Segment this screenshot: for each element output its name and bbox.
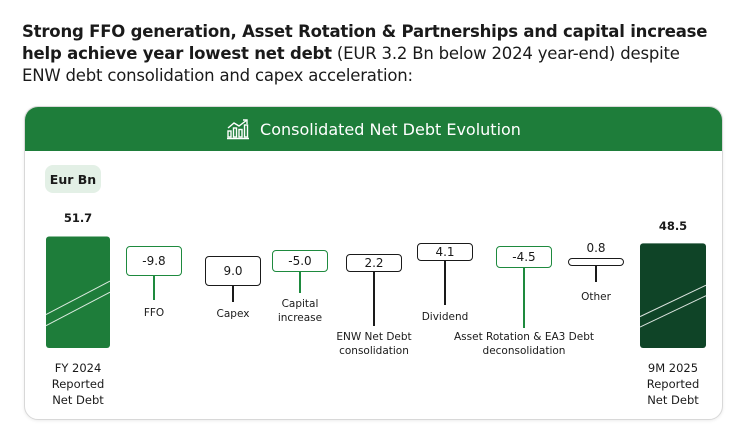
- step-connector-0: [153, 276, 155, 300]
- card-header: Consolidated Net Debt Evolution: [25, 107, 722, 151]
- step-label-2: Capital increase: [277, 298, 323, 324]
- start-value-label: 51.7: [63, 211, 93, 226]
- step-value-box-3: 2.2: [346, 254, 402, 272]
- step-connector-3: [373, 272, 375, 326]
- step-label-4: Dividend: [421, 311, 469, 323]
- step-value-box-0: -9.8: [126, 246, 182, 276]
- headline: Strong FFO generation, Asset Rotation & …: [22, 21, 722, 87]
- step-connector-2: [299, 272, 301, 293]
- step-value-text-6: 0.8: [586, 241, 606, 255]
- step-connector-6: [595, 266, 597, 282]
- end-value-label: 48.5: [658, 219, 688, 234]
- step-value-box-4: 4.1: [417, 243, 473, 261]
- step-label-3: ENW Net Debt consolidation: [336, 331, 412, 357]
- step-label-0: FFO: [143, 307, 165, 319]
- step-connector-4: [444, 261, 446, 305]
- headline-regular: (EUR 3.2 Bn below 2024 year-end) despite…: [22, 44, 680, 85]
- chart-growth-icon: [227, 119, 250, 140]
- unit-badge: Eur Bn: [45, 165, 101, 193]
- step-value-box-2: -5.0: [272, 250, 328, 272]
- step-value-box-6: 0.8: [568, 258, 624, 266]
- step-label-1: Capex: [216, 308, 250, 320]
- chart-title: Consolidated Net Debt Evolution: [260, 119, 521, 139]
- step-label-5: Asset Rotation & EA3 Debt deconsolidatio…: [454, 331, 594, 357]
- step-value-box-1: 9.0: [205, 256, 261, 286]
- step-connector-1: [232, 286, 234, 302]
- step-label-6: Other: [581, 291, 611, 303]
- step-value-box-5: -4.5: [496, 246, 552, 268]
- step-connector-5: [523, 268, 525, 328]
- headline-bold: Strong FFO generation, Asset Rotation & …: [22, 22, 708, 63]
